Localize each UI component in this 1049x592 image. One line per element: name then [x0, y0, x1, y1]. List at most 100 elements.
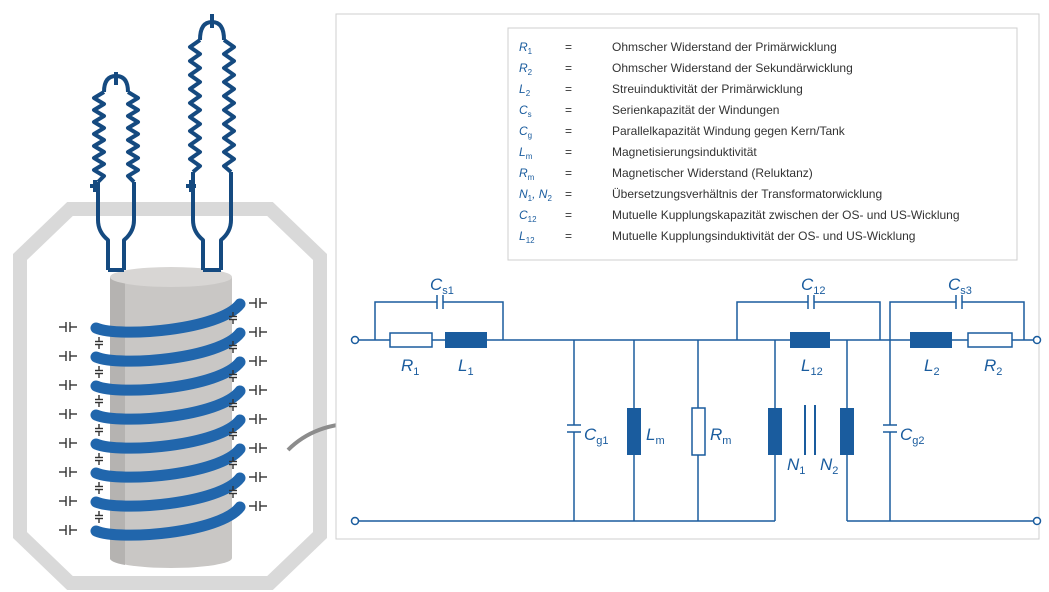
capacitor-icon	[59, 525, 77, 535]
capacitor-icon	[59, 351, 77, 361]
capacitor-icon	[249, 298, 267, 308]
capacitor-icon	[249, 501, 267, 511]
legend-row: Cg=Parallelkapazität Windung gegen Kern/…	[519, 124, 846, 140]
capacitor-icon	[59, 496, 77, 506]
capacitor-icon	[229, 486, 237, 498]
legend-equals: =	[565, 229, 572, 243]
legend-row: R2 = Ohmscher Widerstand der Sekundärwickl…	[519, 61, 853, 77]
capacitor-icon	[95, 337, 103, 349]
legend-symbol: Rm	[519, 166, 535, 182]
capacitor-icon	[249, 443, 267, 453]
capacitor-icon	[59, 409, 77, 419]
capacitor-icon	[229, 428, 237, 440]
coil-turn	[90, 414, 246, 454]
circuit-wiring	[358, 295, 1034, 522]
label-l1: L1	[458, 356, 474, 378]
capacitor-icon	[59, 380, 77, 390]
legend-equals: =	[565, 208, 572, 222]
legend-row: N1, N2=Übersetzungsverhältnis der Transf…	[519, 187, 882, 203]
legend-symbol: L2	[519, 82, 531, 98]
legend-equals: =	[565, 124, 572, 138]
label-r1: R1	[401, 356, 419, 378]
left-bushing	[90, 72, 140, 272]
capacitor-icon	[59, 322, 77, 332]
label-l2: L2	[924, 356, 940, 378]
legend-row: L12 = Mutuelle Kupplungsinduktivität der O…	[519, 229, 915, 245]
legend-description: Streuinduktivität der Primärwicklung	[612, 82, 803, 96]
winding-n1	[768, 408, 782, 455]
capacitor-icon	[249, 356, 267, 366]
legend-equals: =	[565, 145, 572, 159]
coil-turn	[90, 385, 246, 425]
terminal-top-left	[350, 335, 360, 345]
winding-coils	[90, 298, 246, 541]
terminal-top-right	[1032, 335, 1042, 345]
label-cg2: Cg2	[900, 425, 925, 447]
capacitor-icon	[229, 457, 237, 469]
legend-row: Cs=Serienkapazität der Windungen	[519, 103, 779, 119]
transformer-tank	[13, 202, 327, 590]
terminal-bottom-right	[1032, 516, 1042, 526]
resistor-rm	[691, 407, 706, 456]
capacitor-icon	[249, 327, 267, 337]
right-bushing	[186, 14, 236, 272]
capacitor-icon	[59, 438, 77, 448]
capacitor-icon	[95, 453, 103, 465]
legend-symbol: Cg	[519, 124, 532, 140]
legend-description: Magnetischer Widerstand (Reluktanz)	[612, 166, 813, 180]
capacitor-icon	[95, 511, 103, 523]
label-r2: R2	[984, 356, 1002, 378]
legend-equals: =	[565, 187, 572, 201]
label-cs3: Cs3	[948, 275, 972, 297]
label-n2: N2	[820, 455, 838, 477]
label-c12: C12	[801, 275, 826, 297]
terminals	[350, 335, 1042, 526]
legend: R1=Ohmscher Widerstand der Primärwicklun…	[519, 40, 960, 245]
legend-row: C12=Mutuelle Kupplungskapazität zwischen…	[519, 208, 960, 224]
coil-turn	[90, 298, 246, 338]
legend-description: Übersetzungsverhältnis der Transformator…	[612, 187, 882, 201]
inductor-l12	[790, 332, 830, 348]
capacitor-icon	[95, 366, 103, 378]
label-n1: N1	[787, 455, 805, 477]
capacitor-icon	[229, 370, 237, 382]
resistor-r1	[389, 332, 433, 348]
circuit-components	[389, 332, 1013, 456]
label-rm: Rm	[710, 425, 731, 447]
transformer-illustration	[13, 14, 327, 590]
capacitor-icon	[249, 385, 267, 395]
terminal-bottom-left	[350, 516, 360, 526]
legend-description: Magnetisierungsinduktivität	[612, 145, 757, 159]
capacitor-icon	[249, 472, 267, 482]
legend-description: Ohmscher Widerstand der Sekundärwicklung	[612, 61, 853, 75]
legend-symbol: L12	[519, 229, 535, 245]
capacitor-icon	[95, 424, 103, 436]
resistor-r2	[967, 332, 1013, 348]
capacitor-icon	[229, 341, 237, 353]
legend-equals: =	[565, 82, 572, 96]
legend-symbol: R2	[519, 61, 533, 77]
legend-equals: =	[565, 103, 572, 117]
coil-turn	[90, 327, 246, 367]
legend-symbol: Cs	[519, 103, 532, 119]
label-lm: Lm	[646, 425, 665, 447]
legend-symbol: C12	[519, 208, 537, 224]
coil-turn	[90, 443, 246, 483]
label-l12: L12	[801, 356, 823, 378]
capacitor-icon	[229, 312, 237, 324]
coil-turn	[90, 501, 246, 541]
legend-symbol: R1	[519, 40, 533, 56]
capacitor-icon	[95, 482, 103, 494]
circuit-labels: Cs1 R1 L1 C12 L12 Cs3 L2 R2 Cg1 Lm Rm N1…	[401, 275, 1002, 477]
inductor-l2	[910, 332, 952, 348]
capacitor-icon	[59, 467, 77, 477]
inductor-lm	[627, 408, 641, 455]
coil-turn	[90, 472, 246, 512]
label-cg1: Cg1	[584, 425, 609, 447]
legend-equals: =	[565, 40, 572, 54]
legend-equals: =	[565, 61, 572, 75]
capacitor-icon	[249, 414, 267, 424]
legend-description: Mutuelle Kupplungsinduktivität der OS- u…	[612, 229, 915, 243]
winding-n2	[840, 408, 854, 455]
